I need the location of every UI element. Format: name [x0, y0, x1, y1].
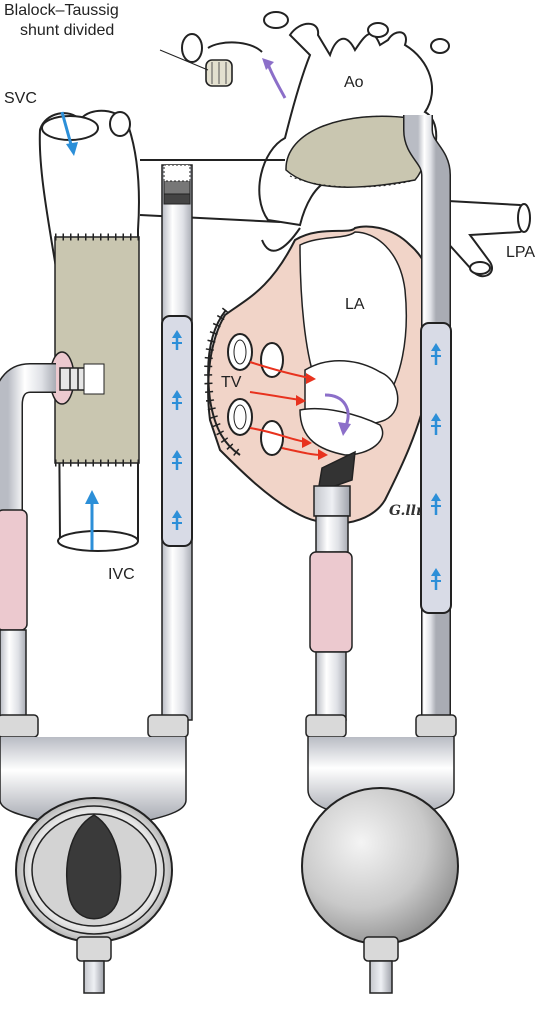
pump-left — [0, 715, 188, 993]
vent-line — [310, 452, 355, 720]
vena-cava — [40, 111, 139, 551]
shunt-label-line1: Blalock–Taussig — [4, 2, 119, 20]
svc-label: SVC — [4, 90, 37, 108]
arterial-return-line-left — [162, 165, 192, 720]
venous-line — [0, 378, 56, 720]
ao-label: Ao — [344, 74, 364, 92]
purple-flow-arrow-icon — [262, 58, 285, 98]
la-label: LA — [345, 296, 365, 314]
arterial-line-right — [418, 115, 451, 720]
artist-signature: G.llı — [389, 503, 421, 519]
ivc-label: IVC — [108, 566, 135, 584]
tv-label: TV — [221, 374, 241, 392]
lpa-label: LPA — [506, 244, 535, 262]
shunt-label-line2: shunt divided — [20, 22, 114, 40]
pump-right — [302, 715, 458, 993]
